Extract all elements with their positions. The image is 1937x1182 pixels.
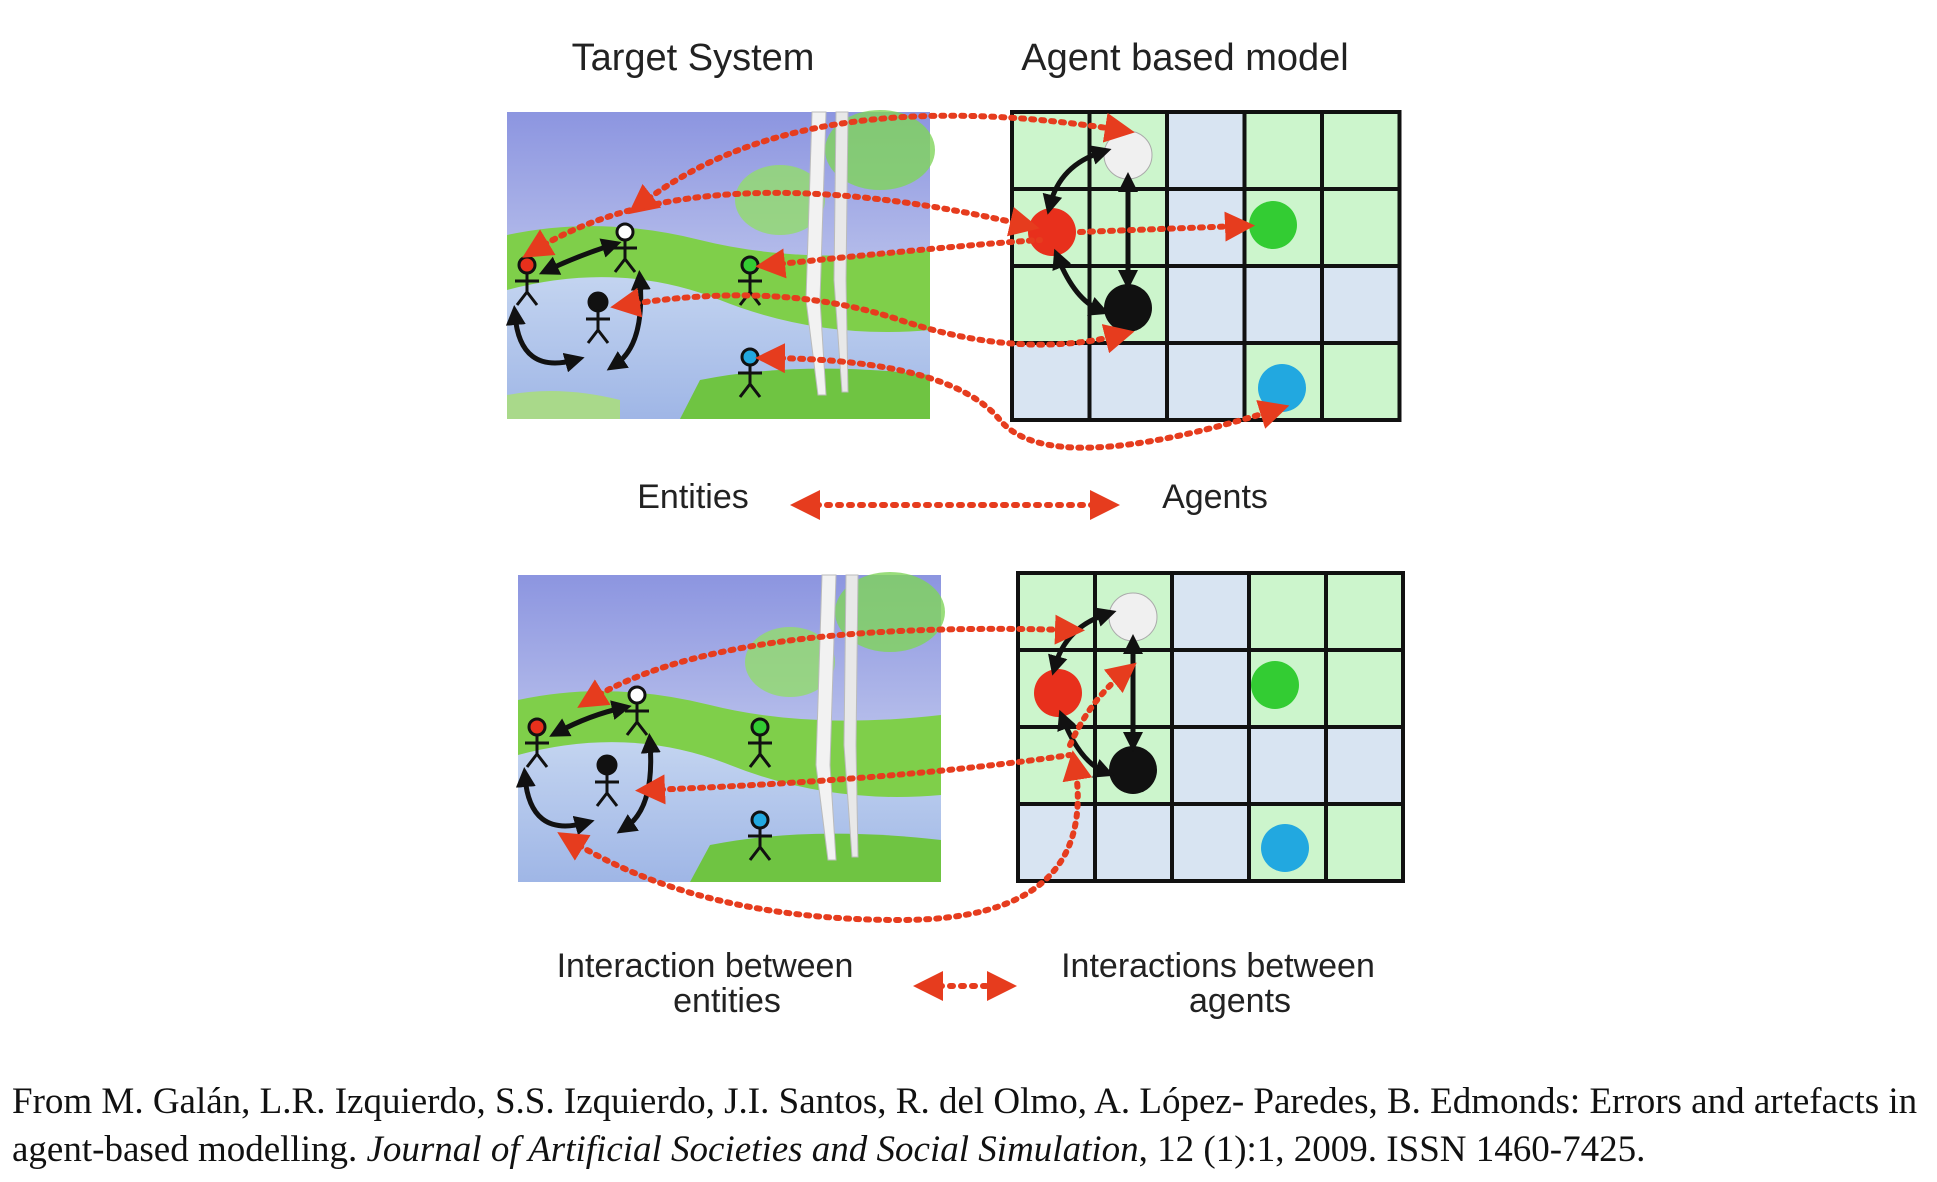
target-system-title: Target System [572, 37, 815, 79]
agent-white [1108, 592, 1158, 642]
grid-cell [1320, 341, 1402, 422]
caption-journal: Journal of Artificial Societies and Soci… [366, 1129, 1139, 1170]
grid-cell [1320, 187, 1402, 268]
grid-cell [1093, 802, 1174, 883]
interactions-between-agents-label-2: agents [1189, 982, 1291, 1020]
agent-white [1103, 130, 1153, 180]
grid-cell [1165, 110, 1247, 191]
interaction-between-entities-label-2: entities [673, 982, 781, 1020]
grid-cell [1242, 264, 1324, 345]
grid-cell [1247, 725, 1328, 806]
agent-red [1028, 208, 1076, 256]
interactions-between-agents-label-1: Interactions between [1061, 947, 1375, 985]
grid-cell [1324, 648, 1405, 729]
grid-cell [1016, 571, 1097, 652]
figure-caption: From M. Galán, L.R. Izquierdo, S.S. Izqu… [12, 1078, 1927, 1174]
agent-based-model-title: Agent based model [1021, 37, 1348, 79]
caption-text-before: From M. Galán, L.R. Izquierdo, S.S. Izqu… [12, 1081, 1918, 1170]
entities-label: Entities [637, 478, 749, 516]
agent-blue [1258, 364, 1306, 412]
grid-cell [1247, 571, 1328, 652]
agent-black [1104, 284, 1152, 332]
target-vs-model-diagram: Target System Agent based model [505, 37, 1405, 1020]
entity-red [525, 717, 549, 768]
grid-cell [1242, 110, 1324, 191]
grid-cell [1165, 264, 1247, 345]
grid-cell [1324, 725, 1405, 806]
grid-cell [1320, 110, 1402, 191]
caption-text-after: , 12 (1):1, 2009. ISSN 1460-7425. [1138, 1129, 1646, 1170]
agent-green [1251, 661, 1299, 709]
agent-red [1034, 669, 1082, 717]
grid-cell [1170, 725, 1251, 806]
grid-cell [1170, 648, 1251, 729]
grid-cell [1324, 571, 1405, 652]
interaction-arrows-bottom [557, 614, 1137, 924]
grid-cell [1320, 264, 1402, 345]
grid-cell [1170, 802, 1251, 883]
entity-red [515, 255, 539, 306]
grid-cell [1010, 341, 1092, 422]
agents-label: Agents [1162, 478, 1268, 516]
grid-cell [1016, 725, 1097, 806]
entity-black [586, 291, 610, 344]
entity-green [748, 717, 772, 768]
grid-cell [1087, 341, 1169, 422]
interaction-between-entities-label-1: Interaction between [557, 947, 854, 985]
landscape-picture-bottom [518, 572, 945, 882]
agent-black [1109, 746, 1157, 794]
grid-cell [1165, 341, 1247, 422]
agent-grid-top [1010, 110, 1402, 422]
grid-cell [1324, 802, 1405, 883]
grid-cell [1170, 571, 1251, 652]
agent-blue [1261, 824, 1309, 872]
grid-cell [1010, 264, 1092, 345]
correspondence-arrows-top [522, 112, 1290, 451]
agent-green [1249, 201, 1297, 249]
